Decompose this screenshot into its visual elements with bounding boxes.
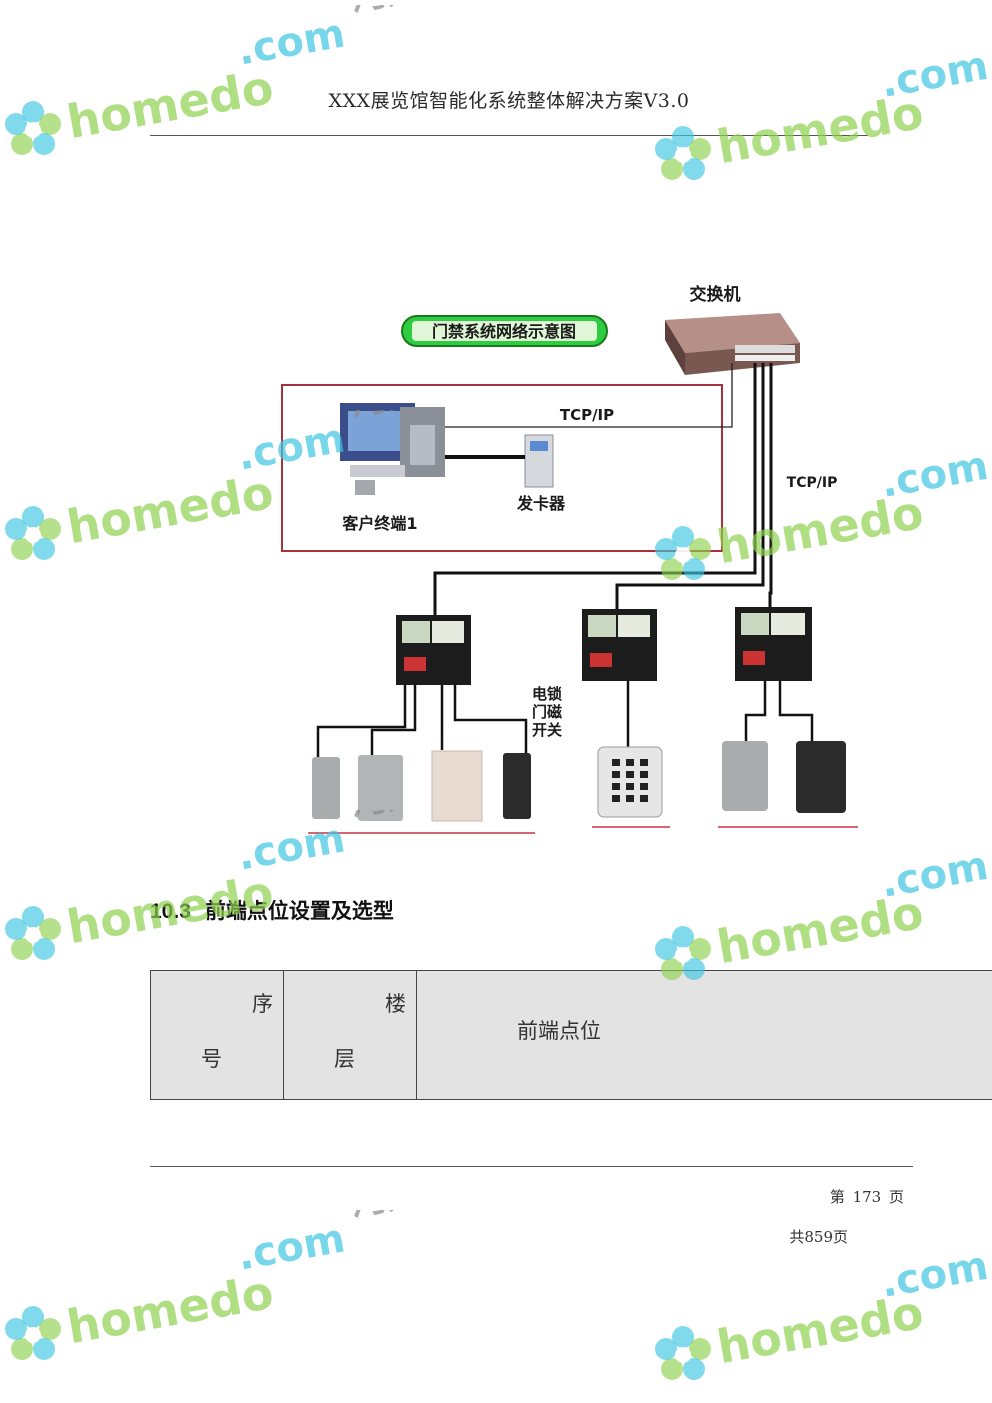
svg-text:河姆渡: 河姆渡 <box>347 1210 460 1224</box>
section-heading: 10.3 前端点位设置及选型 <box>150 895 394 925</box>
lock-label-line-3: 开关 <box>532 721 562 739</box>
tcpip-label-controllers: TCP/IP <box>787 475 838 491</box>
table-header-points: 前端点位 <box>417 971 992 1099</box>
svg-text:.com: .com <box>877 843 991 907</box>
diagram-title: 门禁系统网络示意图 <box>432 322 576 341</box>
svg-text:.com: .com <box>234 11 348 75</box>
header-floor-top: 楼 <box>385 992 406 1016</box>
door-controller-1-icon <box>396 615 471 685</box>
svg-text:.com: .com <box>877 43 991 107</box>
header-points-label: 前端点位 <box>517 1019 601 1043</box>
network-switch-icon <box>665 313 800 375</box>
page-number: 第 173 页 <box>829 1188 904 1206</box>
client-terminal-label: 客户终端1 <box>342 514 417 533</box>
svg-text:homedo: homedo <box>63 465 277 554</box>
controller-3-readers <box>718 741 858 828</box>
svg-text:.com: .com <box>877 1243 991 1307</box>
svg-text:homedo: homedo <box>713 885 927 974</box>
section-number: 10.3 <box>150 900 191 923</box>
tcpip-line-client <box>445 363 733 428</box>
section-title: 前端点位设置及选型 <box>204 900 394 923</box>
table-header-floor: 楼 层 <box>284 971 417 1099</box>
footer-divider <box>150 1166 913 1167</box>
lock-label-line-2: 门磁 <box>532 703 562 721</box>
switch-label: 交换机 <box>690 284 741 305</box>
controller-1-readers <box>308 750 535 834</box>
keypad-reader-icon <box>592 746 670 828</box>
lock-label-line-1: 电锁 <box>532 685 562 703</box>
diagram-title-badge: 门禁系统网络示意图 <box>401 315 608 347</box>
svg-text:.com: .com <box>877 443 991 507</box>
header-floor-bottom: 层 <box>334 1047 355 1071</box>
svg-text:.com: .com <box>234 1216 348 1280</box>
homedo-watermark: homedo.com <box>655 43 992 180</box>
svg-text:河姆渡: 河姆渡 <box>347 5 460 19</box>
header-divider <box>150 135 868 136</box>
card-issuer-icon <box>524 434 554 488</box>
client-workstation-frame <box>281 384 723 552</box>
header-index-top: 序 <box>252 992 273 1016</box>
document-header-title: XXX展览馆智能化系统整体解决方案V3.0 <box>328 90 690 112</box>
svg-text:homedo: homedo <box>713 1285 927 1374</box>
door-controller-2-icon <box>582 609 657 681</box>
tcpip-label-client: TCP/IP <box>560 406 614 424</box>
svg-text:homedo: homedo <box>63 1265 277 1354</box>
door-controller-3-icon <box>735 607 812 681</box>
card-issuer-label: 发卡器 <box>516 494 566 513</box>
table-header-index: 序 号 <box>151 971 284 1099</box>
header-index-bottom: 号 <box>201 1047 222 1071</box>
front-end-points-table: 序 号 楼 层 前端点位 <box>150 970 992 1100</box>
controller-links <box>433 363 773 617</box>
homedo-watermark: homedo.com河姆渡 <box>5 1210 460 1360</box>
client-computer-icon <box>340 403 445 495</box>
homedo-watermark: homedo.com <box>655 1243 992 1380</box>
controller-3-wires <box>744 681 814 741</box>
access-control-network-diagram: 门禁系统网络示意图 交换机 客户终端1 发卡器 TCP/IP TCP/IP <box>281 284 858 834</box>
page-total: 共859页 <box>789 1228 848 1246</box>
controller-1-wires <box>316 685 528 757</box>
